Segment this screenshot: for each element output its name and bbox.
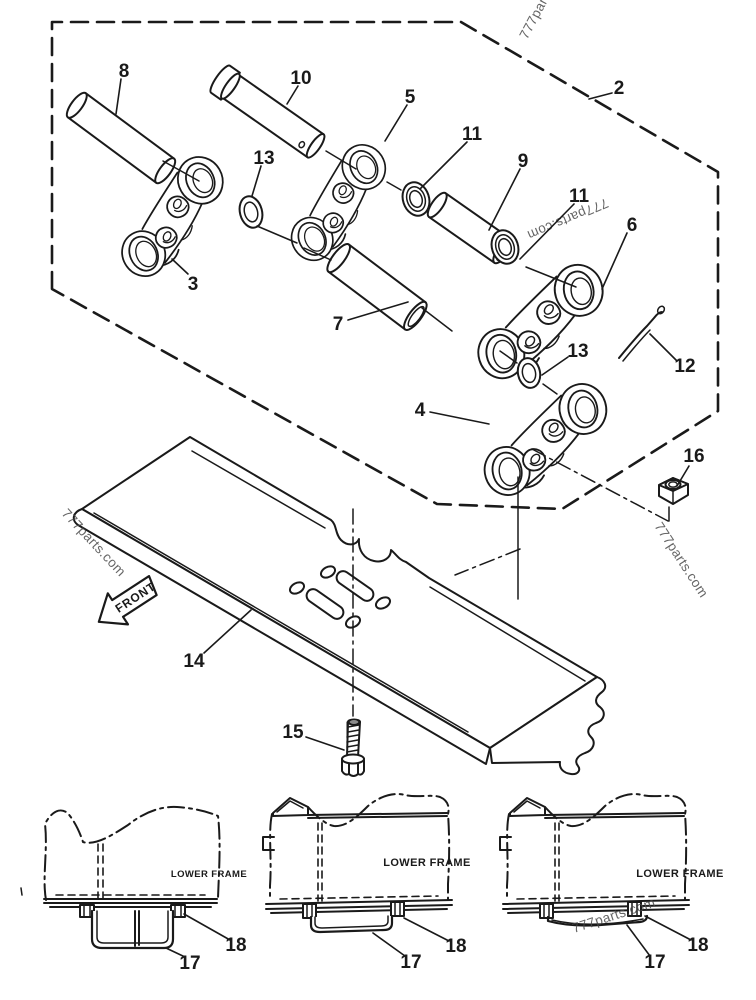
part-10-pin bbox=[209, 64, 326, 159]
lower-frame-view-left: LOWER FRAME 18 17 bbox=[20, 805, 247, 974]
callout-18: 18 bbox=[687, 935, 708, 956]
watermark-top: 777parts.com bbox=[516, 0, 570, 41]
exploded-axis-lines bbox=[162, 150, 577, 395]
callout-17: 17 bbox=[179, 953, 200, 974]
assembly-boundary-dashed bbox=[50, 20, 720, 511]
track-guard-17 bbox=[90, 909, 175, 950]
part-11-seal-mid bbox=[490, 229, 520, 265]
callout-13-left: 13 bbox=[253, 148, 274, 169]
callout-leaders bbox=[115, 78, 690, 751]
callout-11-mid: 11 bbox=[569, 186, 590, 207]
track-guard-17 bbox=[309, 914, 394, 934]
part-16-square-nut bbox=[658, 477, 689, 505]
callout-18: 18 bbox=[445, 936, 466, 957]
callout-11-top: 11 bbox=[462, 124, 483, 145]
callout-9: 9 bbox=[518, 151, 529, 172]
callout-7: 7 bbox=[333, 314, 344, 335]
center-lines bbox=[352, 448, 670, 717]
lower-frame-view-right: LOWER FRAME 18 17 bbox=[499, 793, 724, 973]
callout-13-right: 13 bbox=[567, 341, 588, 362]
callout-16: 16 bbox=[683, 446, 704, 467]
callout-10: 10 bbox=[290, 68, 311, 89]
part-7-bushing bbox=[326, 243, 428, 331]
callout-14: 14 bbox=[183, 651, 205, 672]
callout-18: 18 bbox=[225, 935, 246, 956]
lower-frame-label: LOWER FRAME bbox=[383, 857, 471, 869]
callout-12: 12 bbox=[674, 356, 695, 377]
part-13-washer-right bbox=[516, 357, 542, 389]
watermark-right: 777parts.com bbox=[651, 519, 711, 600]
callout-2: 2 bbox=[614, 78, 625, 99]
callout-6: 6 bbox=[627, 215, 638, 236]
shoe-front-face bbox=[72, 508, 491, 765]
part-12-lock-pin bbox=[618, 305, 666, 362]
callout-3: 3 bbox=[188, 274, 199, 295]
frame-outline bbox=[43, 805, 221, 901]
callout-17: 17 bbox=[400, 952, 421, 973]
front-direction-arrow: FRONT bbox=[97, 574, 158, 626]
part-4-track-link bbox=[461, 371, 630, 508]
callout-17: 17 bbox=[644, 952, 665, 973]
callout-4: 4 bbox=[415, 400, 426, 421]
part-11-seal-top bbox=[401, 181, 431, 217]
watermark-mid-flipped: 777parts.com bbox=[525, 195, 611, 243]
part-13-washer-left bbox=[238, 195, 264, 229]
part-15-track-bolt bbox=[341, 718, 365, 777]
track-guard-17 bbox=[546, 914, 649, 927]
part-8-pin bbox=[65, 91, 177, 185]
lower-frame-label: LOWER FRAME bbox=[636, 868, 724, 880]
callout-5: 5 bbox=[405, 87, 416, 108]
guard-bracket-18 bbox=[539, 901, 642, 919]
lower-frame-label: LOWER FRAME bbox=[171, 869, 247, 880]
shoe-grouser-edge bbox=[489, 676, 607, 776]
lower-frame-view-middle: LOWER FRAME 18 17 bbox=[262, 793, 471, 973]
callout-15: 15 bbox=[282, 722, 304, 743]
part-14-track-shoe bbox=[72, 436, 607, 776]
callout-8: 8 bbox=[119, 61, 130, 82]
